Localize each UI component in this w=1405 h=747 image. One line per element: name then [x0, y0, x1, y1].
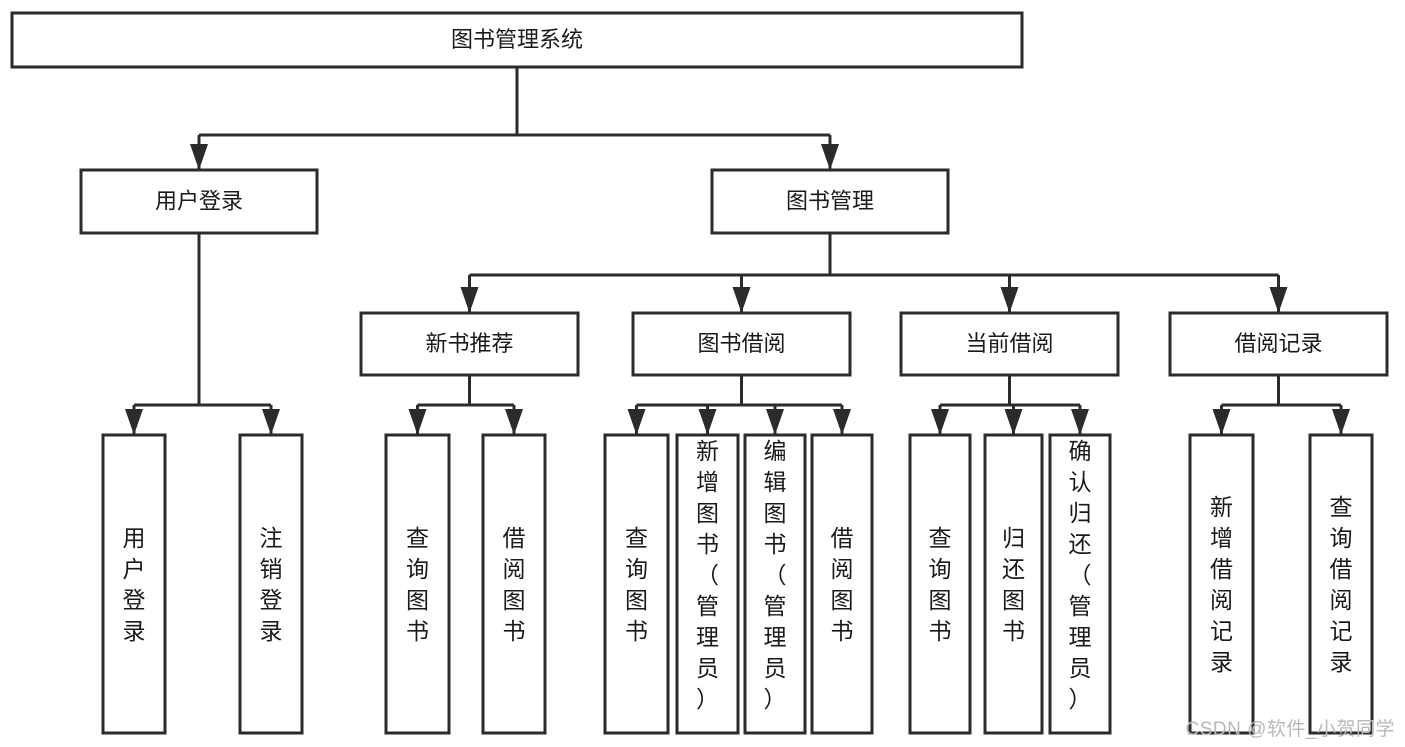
node-leaf-add-book-admin[interactable]: 新增图书（管理员） [675, 433, 740, 735]
bookmgmt-to-level3-arrow-3 [1269, 287, 1288, 313]
node-borrow-records-label: 借阅记录 [1234, 331, 1322, 356]
node-leaf-query-borrow-record-label: 查询借阅记录 [1330, 494, 1353, 675]
node-book-borrow-label: 图书借阅 [697, 331, 785, 356]
node-leaf-return-book[interactable]: 归还图书 [983, 433, 1044, 735]
node-root-system-label: 图书管理系统 [451, 27, 583, 52]
node-leaf-query-book-current-label: 查询图书 [929, 525, 952, 644]
node-leaf-edit-book-admin-label: 编辑图书（管理员） [764, 438, 787, 712]
node-borrow-records-rect [1168, 311, 1389, 377]
node-leaf-query-book-recommend-label: 查询图书 [406, 525, 429, 644]
userlogin-to-leaves-arrow-0 [125, 409, 143, 435]
userlogin-to-leaves-arrow-1 [262, 409, 280, 435]
node-leaf-add-book-admin-rect [675, 433, 740, 735]
node-leaf-query-book-current[interactable]: 查询图书 [908, 433, 972, 735]
node-leaf-query-borrow-record-rect [1308, 433, 1374, 735]
root-to-level2-arrow-1 [821, 144, 839, 170]
node-leaf-confirm-return-admin[interactable]: 确认归还（管理员） [1048, 433, 1112, 735]
node-leaf-add-book-admin-label: 新增图书（管理员） [696, 438, 719, 712]
bookmgmt-to-level3-arrow-1 [732, 287, 751, 313]
node-new-book-recommend-label: 新书推荐 [425, 331, 513, 356]
node-leaf-add-borrow-record-rect [1188, 433, 1255, 735]
node-leaf-query-book-recommend[interactable]: 查询图书 [384, 433, 451, 735]
node-leaf-return-book-rect [983, 433, 1044, 735]
current-borrow-to-leaves-arrow-1 [1004, 409, 1023, 435]
node-book-borrow[interactable]: 图书借阅 [631, 311, 852, 377]
node-book-management-rect [710, 168, 950, 235]
node-root-system[interactable]: 图书管理系统 [10, 11, 1024, 69]
node-book-borrow-rect [631, 311, 852, 377]
node-leaf-add-borrow-record[interactable]: 新增借阅记录 [1188, 433, 1255, 735]
node-leaf-query-borrow-record[interactable]: 查询借阅记录 [1308, 433, 1374, 735]
node-new-book-recommend-rect [359, 311, 580, 377]
node-leaf-logout-label: 注销登录 [260, 525, 283, 644]
node-leaf-query-book-borrow-label: 查询图书 [625, 525, 648, 644]
node-borrow-records[interactable]: 借阅记录 [1168, 311, 1389, 377]
node-root-system-rect [10, 11, 1024, 69]
book-borrow-to-leaves-arrow-1 [698, 409, 717, 435]
bookmgmt-to-level3-arrow-2 [1000, 287, 1019, 313]
node-leaf-user-login[interactable]: 用户登录 [101, 433, 167, 735]
node-leaf-borrow-book-recommend-rect [481, 433, 547, 735]
node-book-management[interactable]: 图书管理 [710, 168, 950, 235]
node-current-borrow-label: 当前借阅 [965, 331, 1053, 356]
borrow-records-to-leaves-arrow-1 [1332, 409, 1350, 435]
node-leaf-borrow-book-recommend[interactable]: 借阅图书 [481, 433, 547, 735]
node-leaf-logout[interactable]: 注销登录 [238, 433, 304, 735]
node-leaf-logout-rect [238, 433, 304, 735]
node-leaf-edit-book-admin-rect [743, 433, 807, 735]
node-leaf-query-book-recommend-rect [384, 433, 451, 735]
node-book-management-label: 图书管理 [786, 188, 874, 213]
node-leaf-query-book-borrow[interactable]: 查询图书 [603, 433, 670, 735]
nodes-layer: 图书管理系统用户登录图书管理新书推荐图书借阅当前借阅借阅记录用户登录注销登录查询… [10, 11, 1389, 735]
borrow-records-to-leaves-arrow-0 [1212, 409, 1231, 435]
node-leaf-confirm-return-admin-rect [1048, 433, 1112, 735]
new-book-recommend-to-leaves-arrow-1 [505, 409, 523, 435]
node-current-borrow-rect [899, 311, 1120, 377]
node-leaf-query-book-borrow-rect [603, 433, 670, 735]
node-leaf-add-borrow-record-label: 新增借阅记录 [1210, 494, 1233, 675]
current-borrow-to-leaves-arrow-0 [931, 409, 949, 435]
node-leaf-borrow-book-rect [810, 433, 874, 735]
node-leaf-return-book-label: 归还图书 [1002, 525, 1025, 644]
node-leaf-user-login-label: 用户登录 [123, 525, 146, 644]
node-leaf-edit-book-admin[interactable]: 编辑图书（管理员） [743, 433, 807, 735]
node-user-login-label: 用户登录 [155, 188, 243, 213]
book-borrow-to-leaves-arrow-0 [627, 409, 646, 435]
root-to-level2-arrow-0 [190, 144, 208, 170]
node-current-borrow[interactable]: 当前借阅 [899, 311, 1120, 377]
node-user-login-rect [79, 168, 319, 235]
node-leaf-query-book-current-rect [908, 433, 972, 735]
node-leaf-borrow-book-label: 借阅图书 [831, 525, 854, 644]
book-borrow-to-leaves-arrow-3 [833, 409, 851, 435]
node-leaf-user-login-rect [101, 433, 167, 735]
node-new-book-recommend[interactable]: 新书推荐 [359, 311, 580, 377]
book-borrow-to-leaves-arrow-2 [766, 409, 784, 435]
node-leaf-confirm-return-admin-label: 确认归还（管理员） [1069, 438, 1092, 712]
current-borrow-to-leaves-arrow-2 [1071, 409, 1089, 435]
node-leaf-borrow-book-recommend-label: 借阅图书 [503, 525, 526, 644]
node-leaf-borrow-book[interactable]: 借阅图书 [810, 433, 874, 735]
node-user-login[interactable]: 用户登录 [79, 168, 319, 235]
bookmgmt-to-level3-arrow-0 [460, 287, 479, 313]
csdn-watermark: CSDN @软件_小贺同学 [1185, 719, 1395, 740]
new-book-recommend-to-leaves-arrow-0 [408, 409, 427, 435]
connectors-layer [125, 67, 1350, 435]
